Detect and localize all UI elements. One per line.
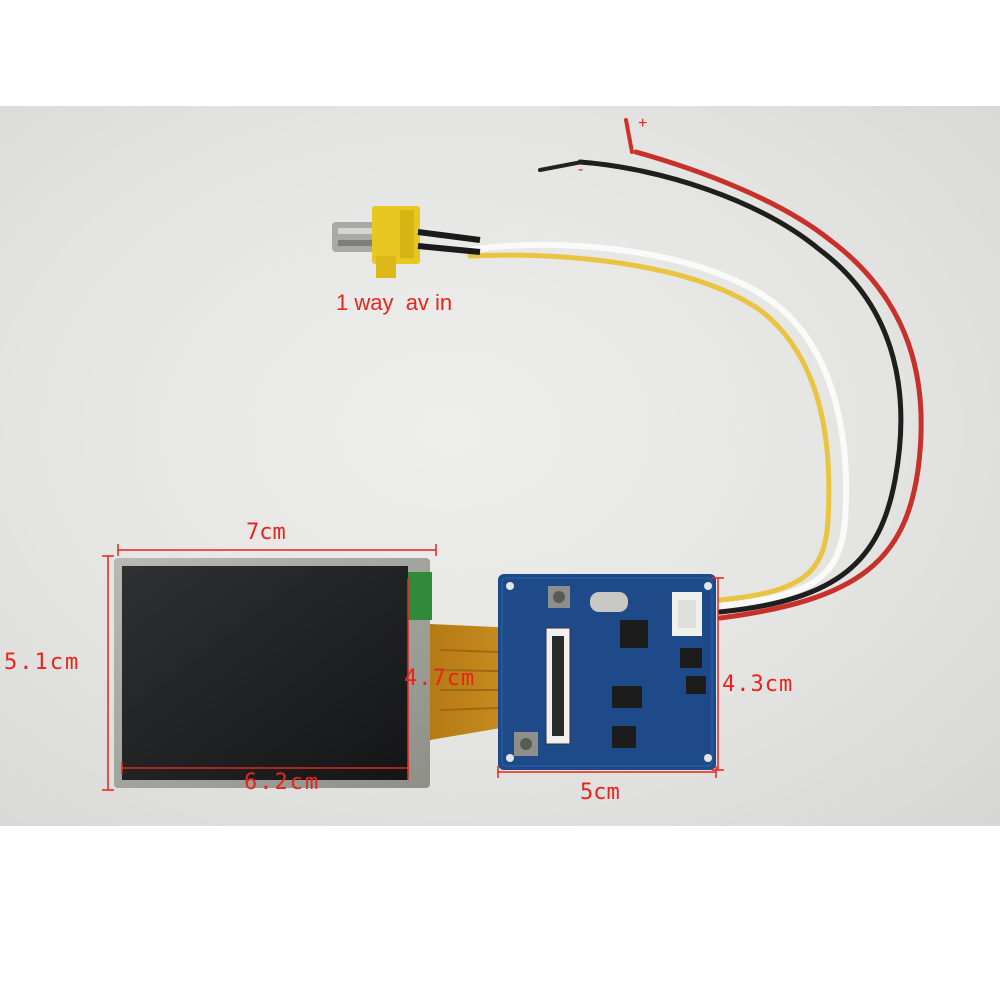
- av-in-label: 1 way av in: [336, 290, 453, 315]
- yellow-wire: [467, 252, 832, 603]
- lcd-width-label: 7cm: [246, 520, 286, 545]
- lcd-panel: [114, 558, 432, 788]
- lcd-height-label: 5.1cm: [4, 650, 81, 675]
- active-width-label: 6.2cm: [244, 770, 321, 795]
- board-width-label: 5cm: [580, 780, 620, 805]
- plus-label: +: [638, 115, 648, 132]
- black-wire-tip: [538, 160, 584, 172]
- red-wire: [633, 149, 924, 621]
- black-wire: [577, 159, 904, 615]
- driver-board: [498, 574, 716, 770]
- minus-label: -: [578, 161, 584, 178]
- dimension-lines: [102, 544, 724, 791]
- board-height-label: 4.3cm: [722, 672, 794, 697]
- cable-bundle: [467, 118, 924, 621]
- white-wire: [467, 241, 850, 609]
- red-wire-tip: [624, 118, 634, 154]
- av-connector: [332, 206, 481, 278]
- flex-width-label: 4.7cm: [404, 666, 476, 691]
